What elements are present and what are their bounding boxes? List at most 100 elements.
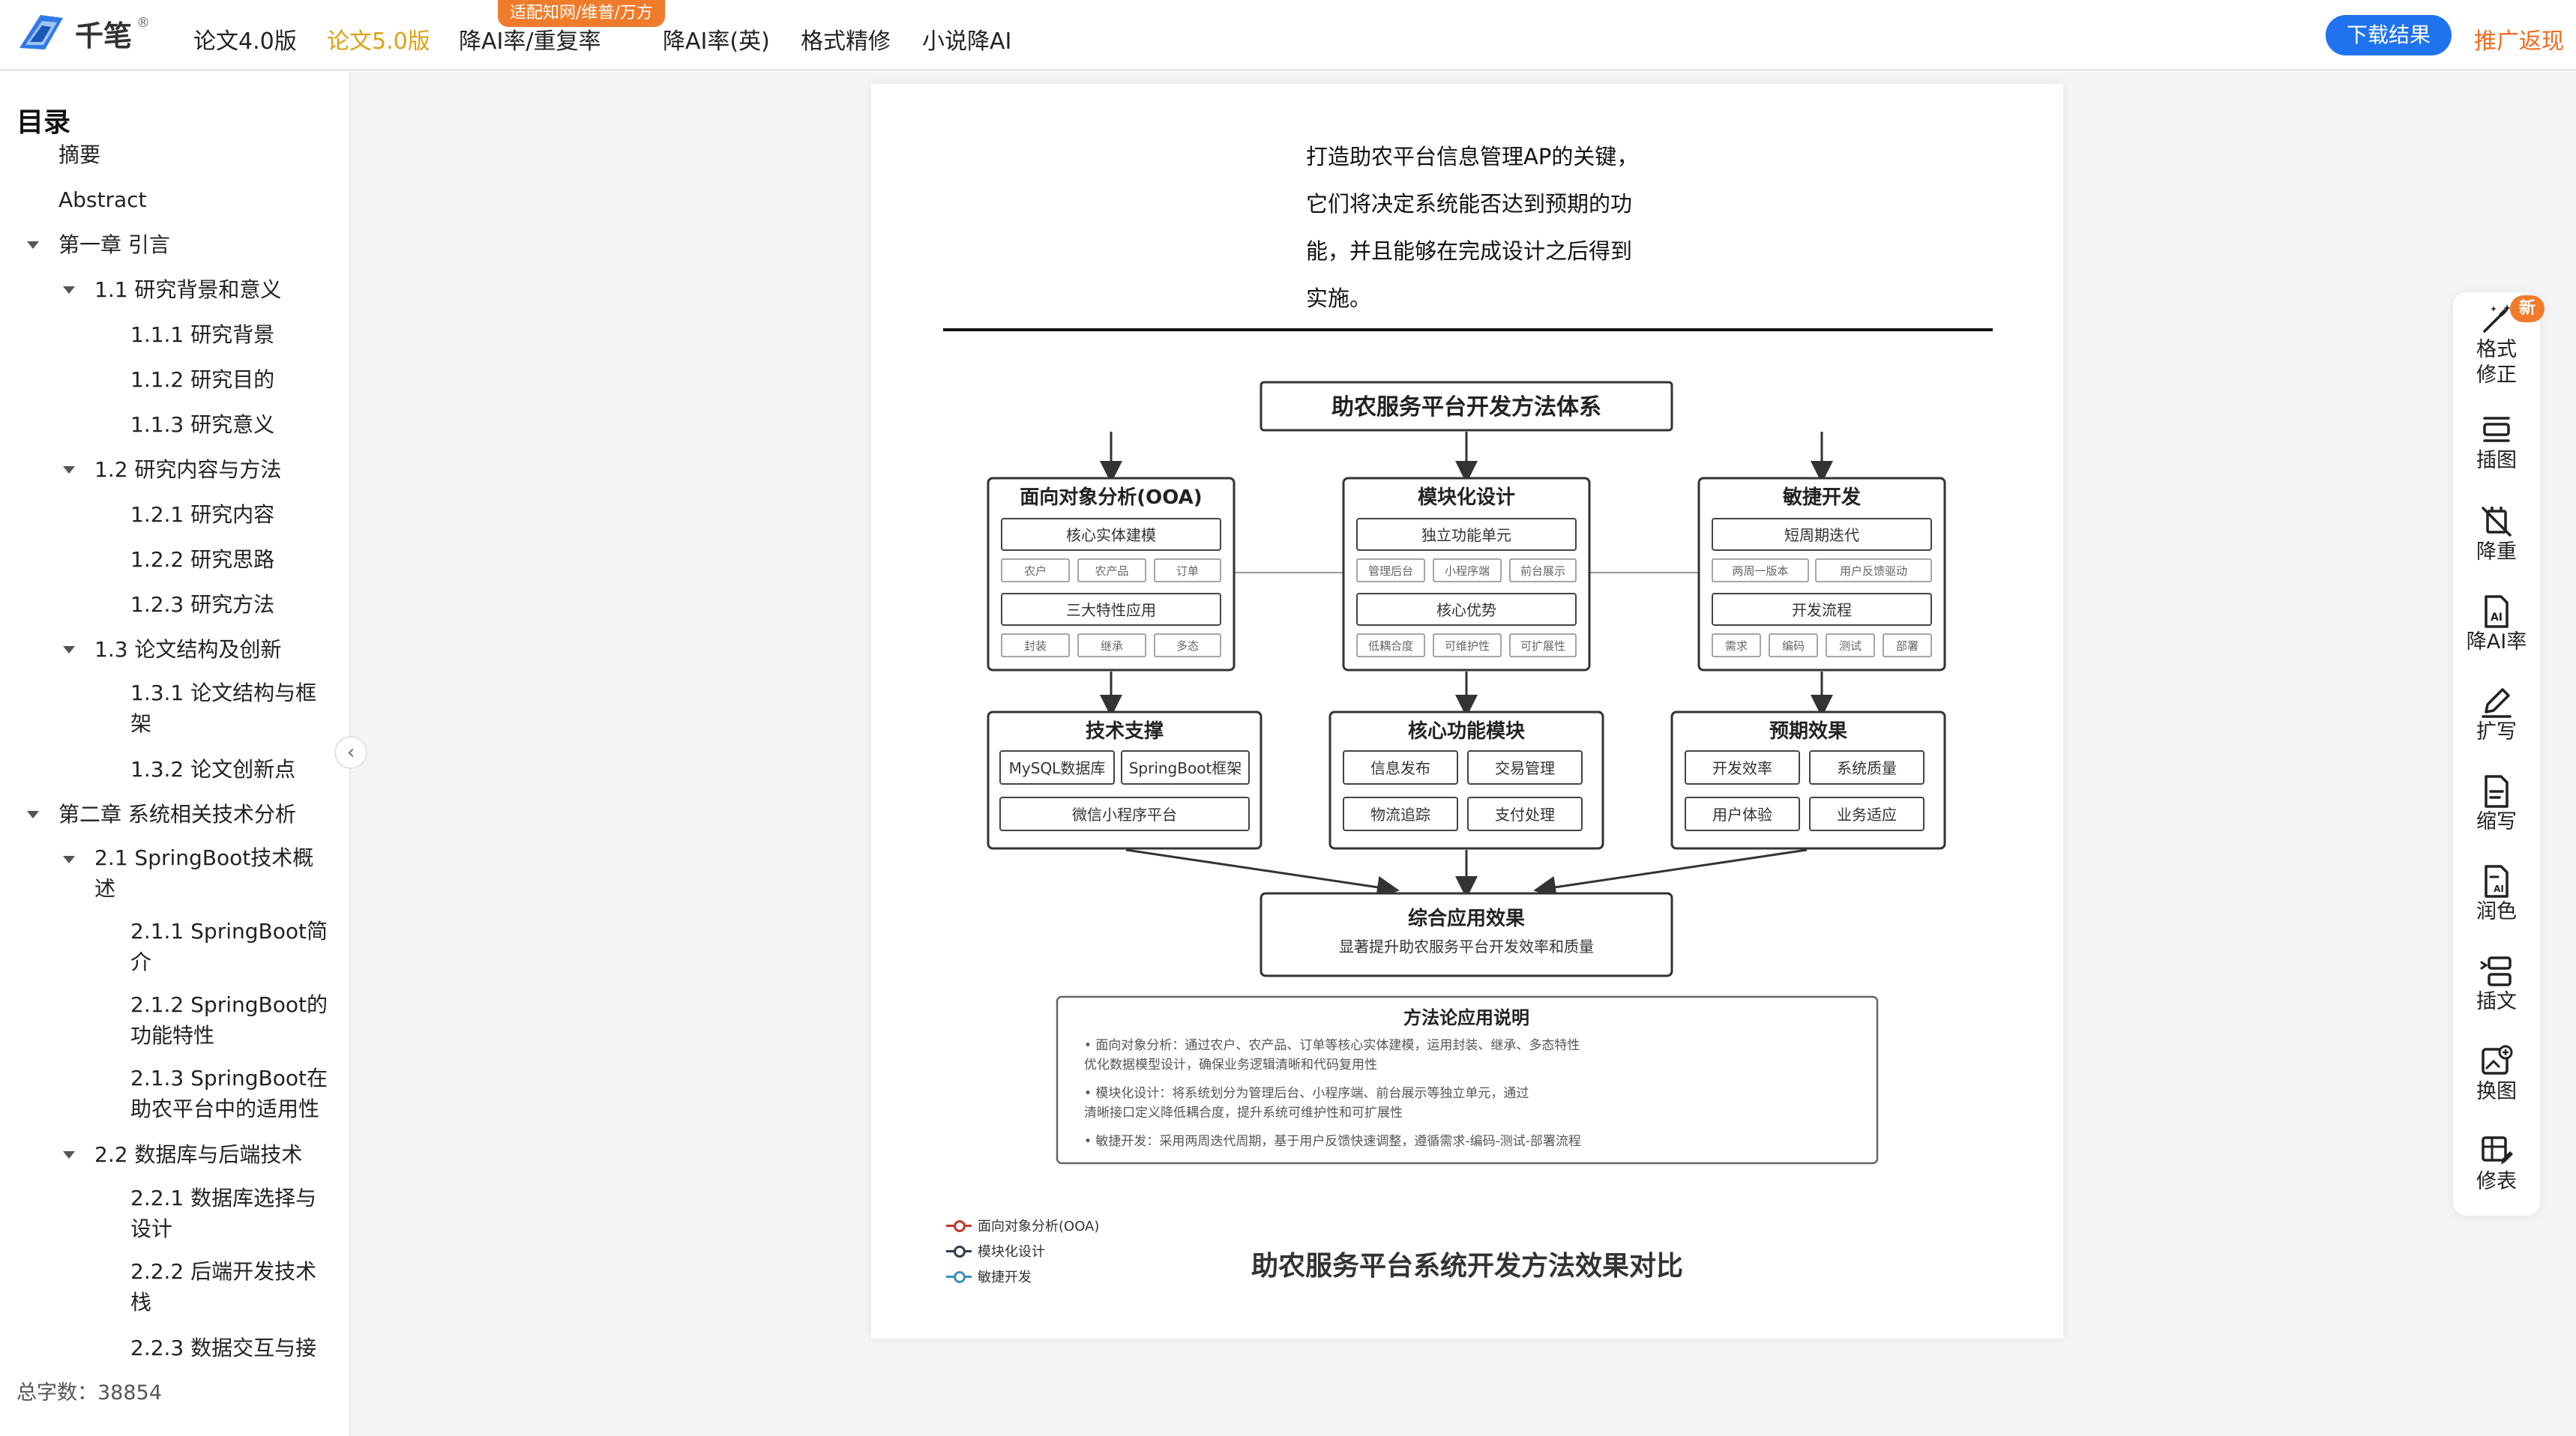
expand-arrow-icon[interactable]	[63, 1151, 75, 1159]
svg-text:• 敏捷开发：采用两周迭代周期，基于用户反馈快速调整，遵循需: • 敏捷开发：采用两周迭代周期，基于用户反馈快速调整，遵循需求-编码-测试-部署…	[1084, 1134, 1581, 1149]
toc-item-label-wrap: 架	[130, 711, 152, 736]
svg-text:技术支撑: 技术支撑	[1086, 720, 1164, 743]
toc-item-label-wrap: 述	[94, 876, 116, 901]
legend-label: 模块化设计	[978, 1244, 1045, 1260]
expand-arrow-icon[interactable]	[63, 646, 75, 654]
new-badge: 新	[2510, 295, 2545, 322]
toc-item-1-1-3[interactable]: 1.1.3 研究意义	[130, 412, 275, 437]
svg-text:可扩展性: 可扩展性	[1520, 639, 1565, 653]
svg-text:支付处理: 支付处理	[1495, 806, 1555, 824]
svg-text:封装: 封装	[1024, 639, 1047, 653]
toc-item-1-2-1[interactable]: 1.2.1 研究内容	[130, 502, 275, 527]
ai-polish-icon: AI	[2485, 865, 2509, 898]
toc-item-label: 1.3.1 论文结构与框	[130, 681, 317, 705]
format-fix-tool[interactable]: 新 格式 修正	[2453, 295, 2545, 388]
toc-item-label: 2.1.2 SpringBoot的	[130, 992, 328, 1017]
methodology-notes-box: 方法论应用说明 • 面向对象分析：通过农户、农产品、订单等核心实体建模，运用封装…	[1056, 995, 1879, 1165]
nav-paper-v5[interactable]: 论文5.0版	[327, 28, 430, 55]
svg-text:管理后台: 管理后台	[1368, 564, 1413, 578]
table-edit-tool[interactable]: 修表	[2453, 1133, 2540, 1195]
tool-label: 扩写	[2476, 720, 2517, 743]
download-result-button[interactable]: 下载结果	[2326, 15, 2452, 55]
tool-label-line2: 修正	[2476, 363, 2517, 387]
toc-item-1-2[interactable]: 1.2 研究内容与方法	[94, 457, 282, 482]
reduce-duplicate-tool[interactable]: 降重	[2453, 504, 2540, 565]
toc-item-1-3-1[interactable]: 1.3.1 论文结构与框 架	[130, 678, 316, 739]
nav-badge: 适配知网/维普/万方	[498, 0, 665, 27]
toc-item-2-2-1[interactable]: 2.2.1 数据库选择与 设计	[130, 1183, 316, 1244]
reduce-ai-rate-tool[interactable]: AI 降AI率	[2453, 594, 2540, 655]
svg-text:两周一版本: 两周一版本	[1732, 564, 1788, 578]
nav-reduce-ai-rate[interactable]: 降AI率/重复率	[459, 28, 601, 55]
toc-item-chapter-2[interactable]: 第二章 系统相关技术分析	[58, 802, 296, 827]
toc-item-2-1-1[interactable]: 2.1.1 SpringBoot简 介	[130, 916, 328, 977]
svg-text:AI: AI	[2491, 612, 2503, 624]
tool-label: 缩写	[2476, 810, 2517, 833]
paragraph-line: 它们将决定系统能否达到预期的功	[1306, 191, 1633, 217]
app-logo[interactable]: 千笔 ®	[15, 10, 150, 55]
svg-text:业务适应: 业务适应	[1837, 806, 1897, 824]
nav-novel-reduce-ai[interactable]: 小说降AI	[922, 28, 1012, 55]
svg-text:• 模块化设计：将系统划分为管理后台、小程序端、前台展示等独: • 模块化设计：将系统划分为管理后台、小程序端、前台展示等独立单元，通过	[1084, 1086, 1529, 1101]
toc-item-1-1[interactable]: 1.1 研究背景和意义	[94, 277, 282, 302]
toc-item-1-1-1[interactable]: 1.1.1 研究背景	[130, 322, 275, 347]
toc-item-2-1-2[interactable]: 2.1.2 SpringBoot的 功能特性	[130, 989, 328, 1051]
tool-label: 换图	[2476, 1080, 2517, 1103]
legend-item-modular: 模块化设计	[946, 1238, 1099, 1264]
toc-title: 目录	[16, 107, 71, 138]
tool-label: 插文	[2476, 990, 2517, 1013]
svg-text:小程序端: 小程序端	[1445, 564, 1490, 578]
tool-label: 润色	[2476, 900, 2517, 923]
expand-arrow-icon[interactable]	[63, 466, 75, 474]
toc-item-1-3[interactable]: 1.3 论文结构及创新	[94, 637, 282, 662]
toc-item-2-1[interactable]: 2.1 SpringBoot技术概 述	[94, 842, 313, 904]
expand-writing-tool[interactable]: 扩写	[2453, 684, 2540, 745]
toc-item-chapter-1[interactable]: 第一章 引言	[58, 232, 170, 257]
expand-arrow-icon[interactable]	[63, 856, 75, 863]
collapse-sidebar-button[interactable]: ‹	[334, 736, 367, 769]
svg-text:需求: 需求	[1725, 639, 1748, 653]
legend-swatch	[946, 1245, 972, 1258]
tool-label: 降AI率	[2466, 630, 2527, 654]
nav-paper-v4[interactable]: 论文4.0版	[193, 28, 297, 55]
toc-item-2-1-3[interactable]: 2.1.3 SpringBoot在 助农平台中的适用性	[130, 1063, 328, 1124]
replace-image-tool[interactable]: 换图	[2453, 1043, 2540, 1105]
polish-tool[interactable]: AI 润色	[2453, 863, 2540, 925]
svg-text:• 面向对象分析：通过农户、农产品、订单等核心实体建模，运用: • 面向对象分析：通过农户、农产品、订单等核心实体建模，运用封装、继承、多态特性	[1084, 1038, 1580, 1053]
top-navigation-bar: 千笔 ® 论文4.0版 论文5.0版 适配知网/维普/万方 降AI率/重复率 降…	[0, 0, 2576, 70]
insert-text-tool[interactable]: 插文	[2453, 953, 2540, 1015]
svg-text:核心优势: 核心优势	[1436, 601, 1496, 619]
legend-item-agile: 敏捷开发	[946, 1264, 1099, 1289]
word-count: 总字数：38854	[16, 1381, 162, 1405]
svg-text:敏捷开发: 敏捷开发	[1782, 486, 1861, 509]
toc-item-label: 2.2.2 后端开发技术	[130, 1259, 317, 1284]
toc-item-1-2-3[interactable]: 1.2.3 研究方法	[130, 592, 275, 617]
svg-text:面向对象分析(OOA): 面向对象分析(OOA)	[1020, 486, 1202, 509]
toc-item-abstract-en[interactable]: Abstract	[58, 187, 147, 212]
logo-text: 千笔	[75, 19, 133, 52]
toc-item-2-2-2[interactable]: 2.2.2 后端开发技术 栈	[130, 1256, 316, 1318]
toc-item-1-2-2[interactable]: 1.2.2 研究思路	[130, 547, 275, 572]
insert-image-tool[interactable]: 插图	[2453, 412, 2540, 474]
insert-text-icon	[2480, 956, 2512, 986]
chart-title: 助农服务平台系统开发方法效果对比	[1251, 1251, 1683, 1282]
tool-label: 插图	[2476, 449, 2517, 472]
svg-text:农产品: 农产品	[1095, 564, 1128, 578]
expand-arrow-icon[interactable]	[63, 286, 75, 294]
promotion-link[interactable]: 推广返现	[2474, 28, 2564, 55]
toc-item-abstract-cn[interactable]: 摘要	[58, 142, 101, 167]
nav-format-polish[interactable]: 格式精修	[801, 28, 891, 55]
expand-arrow-icon[interactable]	[27, 241, 39, 249]
diagram-title-box	[1260, 381, 1673, 432]
toc-item-2-2-3[interactable]: 2.2.3 数据交互与接	[130, 1336, 317, 1360]
toc-item-1-1-2[interactable]: 1.1.2 研究目的	[130, 367, 275, 392]
toc-item-2-2[interactable]: 2.2 数据库与后端技术	[94, 1142, 303, 1167]
shorten-writing-tool[interactable]: 缩写	[2453, 773, 2540, 835]
toc-item-label-wrap: 设计	[130, 1216, 173, 1241]
nav-reduce-ai-english[interactable]: 降AI率(英)	[663, 28, 770, 55]
registered-mark: ®	[136, 14, 151, 31]
toc-item-1-3-2[interactable]: 1.3.2 论文创新点	[130, 757, 296, 782]
chevron-left-icon: ‹	[346, 741, 355, 764]
expand-arrow-icon[interactable]	[27, 811, 39, 818]
methodology-diagram[interactable]: 助农服务平台开发方法体系 面向对象分析(OOA) 核心实体建模 农户 农产品 订…	[871, 84, 2063, 1208]
